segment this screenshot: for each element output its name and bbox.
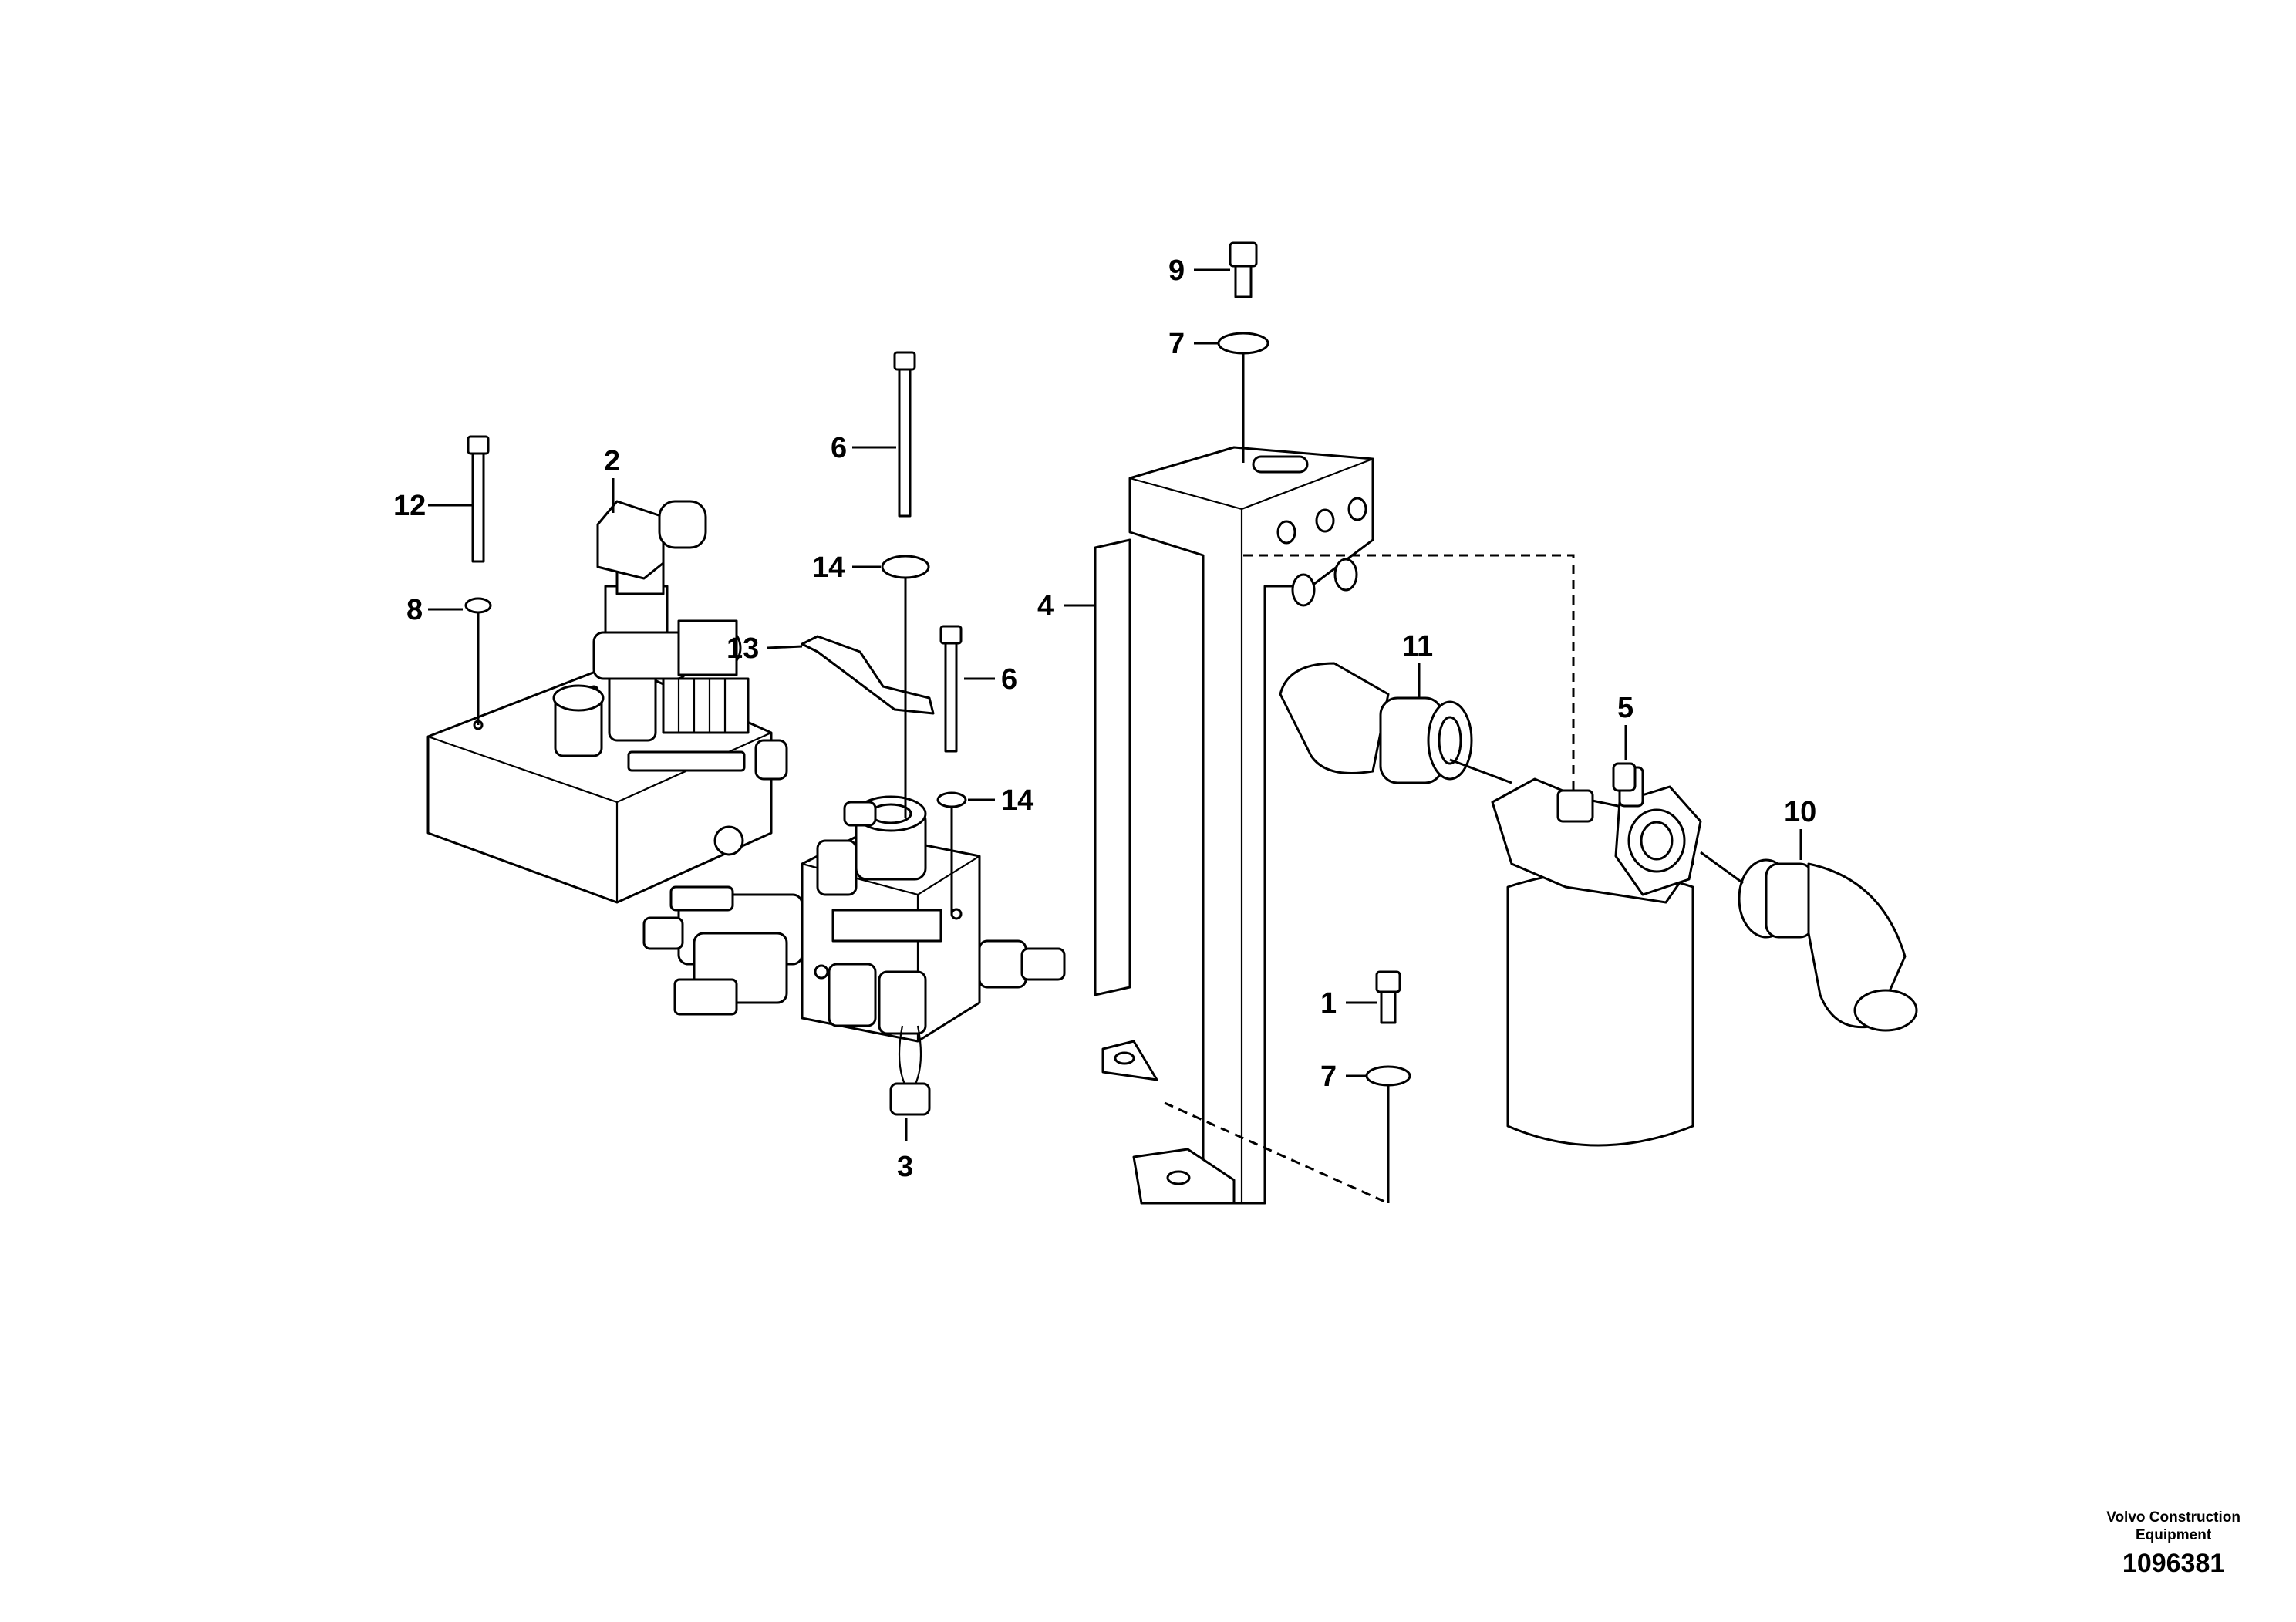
dowel-5 [1612,762,1637,792]
clip-13 [801,635,935,715]
callout-3: 3 [897,1151,913,1183]
bolt-1 [1375,970,1401,1024]
washer-7-upper [1217,332,1269,355]
callout-14-lower: 14 [1001,784,1033,817]
document-number: 1096381 [2122,1549,2225,1578]
bolt-12 [467,435,490,563]
callout-leaders [428,268,1802,1141]
callout-8: 8 [406,594,423,626]
mounting-bracket [1094,446,1374,1205]
fitting-elbow-11 [1279,662,1473,784]
callout-6-upper: 6 [831,432,847,464]
fitting-elbow-10 [1738,858,1918,1032]
washer-14-lower [936,791,967,808]
brand-line-1: Volvo Construction [2106,1509,2240,1526]
callout-5: 5 [1617,692,1633,724]
callout-9: 9 [1168,255,1185,287]
callout-12: 12 [393,490,426,522]
manifold-block-middle [642,795,1066,1116]
callout-7-upper: 7 [1168,328,1185,360]
washer-8 [464,597,492,614]
oil-filter-assembly [1491,766,1702,1147]
manifold-block-left [426,500,788,904]
bolt-6-lower [939,625,963,753]
callout-labels: 12 8 2 6 14 13 6 14 3 4 9 7 11 5 10 1 7 [393,255,1816,1183]
washer-7-lower [1365,1065,1411,1087]
callout-10: 10 [1784,796,1816,828]
washer-14-upper [881,555,930,579]
publisher-credit: Volvo Construction Equipment 1096381 [2106,1509,2240,1579]
assembly-lines [477,353,1744,1205]
callout-6-lower: 6 [1001,663,1017,696]
bolt-6-upper [893,351,916,518]
callout-2: 2 [604,445,620,477]
bolt-9 [1229,241,1258,298]
callout-14-upper: 14 [812,551,845,584]
callout-11: 11 [1402,630,1433,663]
brand-line-2: Equipment [2136,1527,2212,1543]
callout-1: 1 [1320,987,1337,1020]
callout-4: 4 [1037,590,1054,622]
callout-7-lower: 7 [1320,1061,1337,1093]
callout-13: 13 [727,632,759,665]
